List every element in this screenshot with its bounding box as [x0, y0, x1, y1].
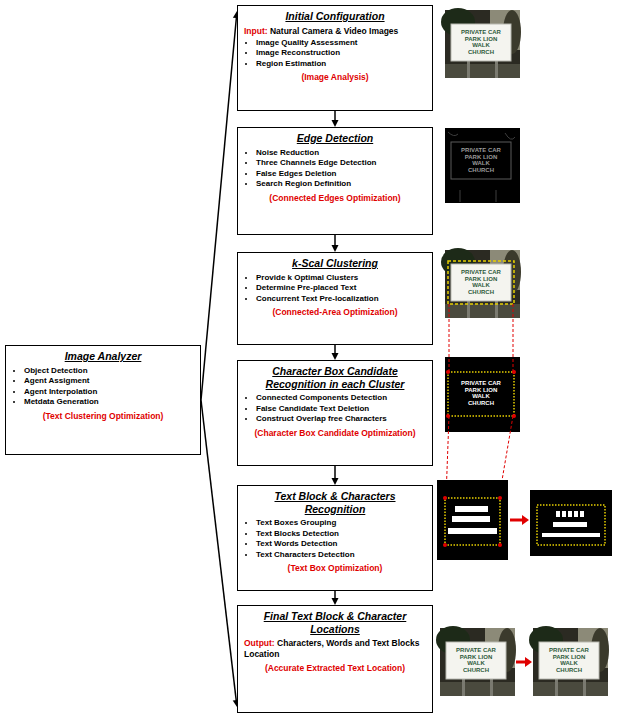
bullet-item: False Candidate Text Deletion — [256, 404, 426, 415]
arrow-head — [332, 120, 339, 127]
bullet-list: Connected Components DetectionFalse Cand… — [244, 393, 426, 425]
optimization-note: (Text Box Optimization) — [244, 563, 426, 574]
process-box: Final Text Block & Character LocationsOu… — [237, 605, 433, 713]
bullet-item: Text Characters Detection — [256, 550, 426, 561]
bullet-item: Image Quality Assessment — [256, 38, 426, 49]
process-box: Character Box Candidate Recognition in e… — [237, 360, 433, 466]
bullet-list: Object DetectionAgent AssigmentAgent Int… — [12, 366, 194, 408]
bullet-item: Text Words Detection — [256, 539, 426, 550]
bullet-item: Object Detection — [24, 366, 194, 377]
bullet-item: Provide k Optimal Clusters — [256, 273, 426, 284]
connector-line — [334, 235, 336, 246]
bullet-item: Search Region Definition — [256, 179, 426, 190]
sign-text: PRIVATE CAR PARK LION WALK CHURCH — [456, 647, 496, 673]
bullet-item: Region Estimation — [256, 59, 426, 70]
connector-line — [334, 591, 336, 599]
box-title: k-Scal Clustering — [244, 257, 426, 270]
connector-arrow — [332, 345, 339, 360]
bullet-list: Text Boxes GroupingText Blocks Detection… — [244, 518, 426, 560]
sign-text: PRIVATE CAR PARK LION WALK CHURCH — [461, 269, 501, 295]
box-title: Image Analyzer — [12, 350, 194, 363]
candidate-image — [445, 357, 520, 432]
process-box: Text Block & Characters RecognitionText … — [237, 485, 433, 591]
arrow-head — [332, 598, 339, 605]
bullet-item: Agent Interpolation — [24, 387, 194, 398]
io-line: Input: Natural Camera & Video Images — [244, 26, 426, 37]
io-key: Input: — [244, 26, 268, 36]
bullet-list: Image Quality AssessmentImage Reconstruc… — [244, 38, 426, 70]
sign-photo — [436, 626, 516, 696]
bullet-item: Metdata Generation — [24, 397, 194, 408]
bullet-item: Image Reconstruction — [256, 48, 426, 59]
connector-line — [334, 111, 336, 121]
connector-arrow — [201, 11, 240, 400]
cluster-box — [448, 261, 514, 304]
bullet-item: Connected Components Detection — [256, 393, 426, 404]
sign-photo — [441, 8, 521, 78]
edge-image — [445, 128, 520, 203]
bullet-list: Provide k Optimal ClustersDetermine Pre-… — [244, 273, 426, 305]
sign-photo — [529, 626, 609, 696]
bullet-item: Concurrent Text Pre-localization — [256, 294, 426, 305]
connector-arrow — [332, 466, 339, 485]
bullet-item: Determine Pre-placed Text — [256, 283, 426, 294]
optimization-note: (Connected-Area Optimization) — [244, 307, 426, 318]
process-box: Initial ConfigurationInput: Natural Came… — [237, 5, 433, 111]
optimization-note: (Text Clustering Optimization) — [12, 411, 194, 422]
box-title: Edge Detection — [244, 132, 426, 145]
bullet-item: Noise Reduction — [256, 148, 426, 159]
sign-photo — [441, 248, 521, 318]
connector-arrow — [332, 591, 339, 605]
connector-line — [201, 400, 236, 701]
box-title: Text Block & Characters Recognition — [244, 490, 426, 515]
arrow-head — [332, 478, 339, 485]
optimization-note: (Connected Edges Optimization) — [244, 193, 426, 204]
box-title: Character Box Candidate Recognition in e… — [244, 365, 426, 390]
io-value: Natural Camera & Video Images — [270, 26, 398, 36]
arrow-head — [332, 353, 339, 360]
connector-arrow — [332, 235, 339, 252]
optimization-note: (Accurate Extracted Text Location) — [244, 663, 426, 674]
sign-text: PRIVATE CAR PARK LION WALK CHURCH — [461, 147, 501, 173]
bullet-item: Text Blocks Detection — [256, 529, 426, 540]
connector-line — [334, 345, 336, 354]
box-title: Final Text Block & Character Locations — [244, 610, 426, 635]
io-line: Output: Characters, Words and Text Block… — [244, 638, 426, 660]
text-block-image — [530, 490, 612, 556]
red-arrow — [510, 515, 529, 525]
process-box: Edge DetectionNoise ReductionThree Chann… — [237, 127, 433, 235]
process-box: k-Scal ClusteringProvide k Optimal Clust… — [237, 252, 433, 345]
bullet-item: Construct Overlap free Characters — [256, 414, 426, 425]
bullet-list: Noise ReductionThree Channels Edge Detec… — [244, 148, 426, 190]
red-arrow — [516, 657, 532, 667]
sign-text: PRIVATE CAR PARK LION WALK CHURCH — [461, 380, 501, 406]
box-title: Initial Configuration — [244, 10, 426, 23]
bullet-item: False Edges Deletion — [256, 169, 426, 180]
connector-arrow — [332, 111, 339, 127]
guide-line — [446, 304, 513, 498]
sign-text: PRIVATE CAR PARK LION WALK CHURCH — [549, 647, 589, 673]
arrow-head — [332, 245, 339, 252]
connector-line — [334, 466, 336, 479]
bullet-item: Agent Assigment — [24, 376, 194, 387]
connector-arrow — [201, 400, 240, 707]
analyzer-box: Image AnalyzerObject DetectionAgent Assi… — [5, 345, 201, 455]
optimization-note: (Character Box Candidate Optimization) — [244, 428, 426, 439]
text-block-image — [437, 480, 508, 560]
bullet-item: Three Channels Edge Detection — [256, 158, 426, 169]
bullet-item: Text Boxes Grouping — [256, 518, 426, 529]
io-key: Output: — [244, 638, 275, 648]
optimization-note: (Image Analysis) — [244, 72, 426, 83]
sign-text: PRIVATE CAR PARK LION WALK CHURCH — [461, 29, 501, 55]
connector-line — [201, 17, 236, 400]
